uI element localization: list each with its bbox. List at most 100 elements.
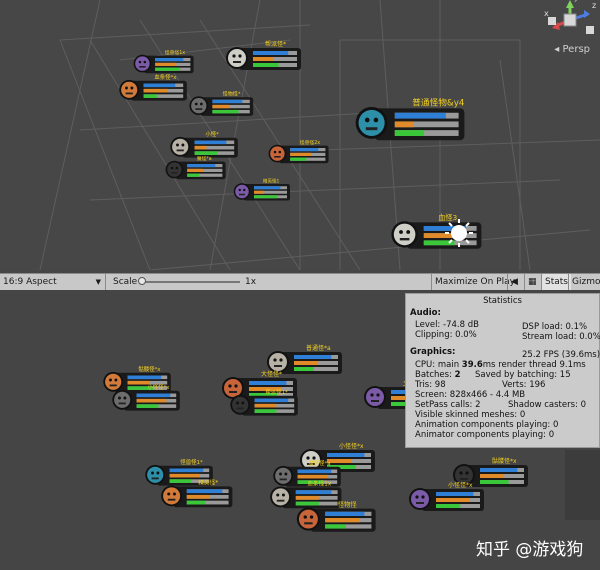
bar-fill — [254, 403, 277, 408]
bar-track — [394, 130, 459, 136]
aspect-grid-button[interactable]: ▦ — [524, 274, 541, 290]
bar-fill — [212, 99, 243, 104]
monster-name-label: 怪兽怪1x — [165, 49, 185, 56]
monster-avatar-icon — [145, 464, 166, 485]
monster-avatar-icon — [119, 79, 140, 100]
bar-track — [394, 121, 459, 128]
monster-name-label: 精英怪* — [198, 479, 218, 487]
monster-unit: 小怪怪*x — [409, 481, 484, 511]
game-view-toolbar: 16:9 Aspect ▼ Scale 1x Maximize On Play … — [0, 273, 600, 291]
monster-unit: 怪兽怪1x — [133, 49, 194, 74]
audio-clipping: Clipping: 0.0% — [415, 330, 477, 340]
monster-avatar-icon — [364, 386, 386, 408]
bar-fill — [143, 83, 176, 88]
monster-unit: 魔怪*a — [165, 155, 226, 180]
persp-icon: ◂ — [554, 44, 563, 55]
aspect-dropdown[interactable]: 16:9 Aspect ▼ — [0, 274, 106, 290]
bar-fill — [290, 152, 312, 156]
bar-track — [186, 500, 229, 505]
game-view-edge — [565, 450, 600, 520]
grid-icon: ▦ — [528, 277, 537, 287]
monster-avatar-icon — [230, 394, 251, 415]
bar-fill — [169, 468, 204, 473]
graphics-header: Graphics: — [410, 347, 456, 357]
bar-fill — [194, 145, 207, 150]
monster-unit: 精英怪* — [161, 479, 233, 508]
monster-unit: 小怪怪*x — [300, 442, 375, 472]
bar-fill — [143, 94, 158, 98]
monster-avatar-icon — [165, 160, 184, 179]
monster-name-label: 精英怪1 — [263, 178, 279, 185]
monster-avatar-icon — [270, 486, 292, 508]
chevron-down-icon: ▼ — [95, 278, 101, 286]
bar-track — [187, 168, 223, 172]
bar-fill — [155, 62, 177, 66]
svg-text:y: y — [574, 0, 579, 2]
bar-fill — [327, 465, 356, 469]
monster-unit: 普通怪*a — [267, 344, 342, 374]
monster-avatar-icon — [103, 371, 124, 392]
bar-track — [290, 157, 326, 161]
audio-level: Level: -74.8 dB — [415, 320, 479, 330]
bounding-box-wireframes — [39, 0, 600, 270]
bar-fill — [297, 474, 328, 479]
bar-fill — [294, 361, 319, 365]
bar-fill — [186, 500, 206, 505]
monster-name-label: 小怪怪*x — [147, 383, 170, 391]
monster-avatar-icon — [161, 485, 183, 507]
bar-fill — [290, 148, 319, 152]
bar-fill — [325, 524, 346, 529]
bar-fill — [394, 121, 414, 128]
scene-orientation-gizmo[interactable]: x y z — [540, 0, 600, 56]
animation-components-readout: Animation components playing: 0 — [415, 420, 559, 430]
mute-audio-button[interactable]: ◀ — [507, 274, 524, 290]
monster-unit: 大怪怪* — [222, 370, 297, 400]
bar-fill — [423, 240, 455, 246]
monster-unit: 骷髅怪*x — [453, 457, 528, 487]
bar-fill — [254, 409, 277, 413]
gizmos-button[interactable]: Gizmos — [568, 274, 600, 290]
monster-avatar-icon — [391, 221, 418, 248]
bar-fill — [186, 494, 210, 499]
bar-fill — [127, 375, 162, 380]
bar-fill — [480, 480, 509, 484]
scale-slider-track[interactable] — [140, 281, 240, 283]
tris-readout: Tris: 98 — [415, 380, 446, 390]
bar-fill — [254, 190, 264, 194]
monster-name-label: 骷髅怪*x — [492, 457, 517, 465]
bar-fill — [155, 67, 180, 71]
bar-fill — [394, 130, 425, 136]
stats-button[interactable]: Stats — [541, 274, 571, 290]
monster-name-label: 魔怪怪*a — [308, 459, 330, 467]
stream-load: Stream load: 0.0% — [522, 332, 600, 342]
bar-fill — [295, 501, 319, 506]
monster-unit: 怪物怪* — [189, 91, 254, 116]
bar-fill — [480, 474, 505, 478]
bar-fill — [212, 104, 230, 109]
scene-canvas[interactable]: 怪兽怪1x帮派怪*普通怪物&y4血条怪*x怪物怪*小怪*怪兽怪2x魔怪*a精英怪… — [0, 0, 600, 270]
bar-fill — [249, 381, 287, 385]
maximize-on-play-button[interactable]: Maximize On Play — [431, 274, 518, 290]
visible-skinned-readout: Visible skinned meshes: 0 — [415, 410, 526, 420]
monster-avatar-icon — [355, 106, 388, 139]
scale-slider-handle[interactable] — [138, 277, 146, 285]
bar-fill — [136, 404, 159, 408]
bar-track — [187, 173, 223, 177]
monster-name-label: 血条怪1x — [307, 480, 332, 488]
verts-readout: Verts: 196 — [502, 380, 546, 390]
bar-fill — [436, 504, 461, 508]
monster-avatar-icon — [273, 465, 294, 486]
monster-avatar-icon — [170, 136, 191, 157]
monster-name-label: 血条怪*x — [154, 73, 177, 81]
monster-name-label: 小怪怪*x — [448, 481, 473, 489]
monster-unit: 小怪怪*x — [112, 383, 180, 411]
monster-avatar-icon — [453, 464, 475, 486]
bar-track — [294, 367, 338, 371]
monster-unit: 精英怪1 — [233, 178, 290, 201]
bar-track — [143, 94, 184, 98]
projection-toggle[interactable]: ◂ Persp — [554, 44, 590, 55]
monster-avatar-icon — [296, 507, 320, 531]
monster-avatar-icon — [226, 47, 248, 69]
monster-unit: 怪兽怪2x — [268, 139, 329, 164]
